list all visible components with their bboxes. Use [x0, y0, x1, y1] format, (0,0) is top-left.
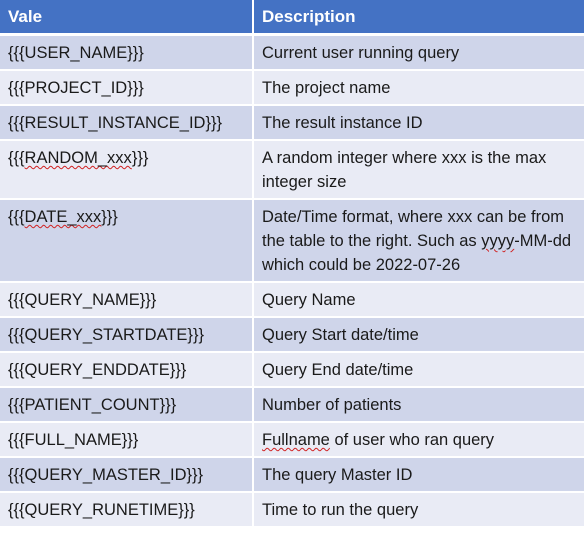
value-suffix: }}}	[101, 208, 118, 226]
table-row: {{{RESULT_INSTANCE_ID}}} The result inst…	[0, 105, 586, 141]
table-row: {{{QUERY_ENDDATE}}} Query End date/time	[0, 352, 586, 388]
table-row: {{{PATIENT_COUNT}}} Number of patients	[0, 387, 586, 423]
table-row: {{{FULL_NAME}}} Fullname of user who ran…	[0, 422, 586, 458]
cell-description: Number of patients	[253, 387, 586, 423]
table-row: {{{QUERY_NAME}}} Query Name	[0, 282, 586, 318]
cell-description: Fullname of user who ran query	[253, 422, 586, 458]
header-value: Vale	[0, 0, 254, 36]
cell-description: The result instance ID	[253, 105, 586, 141]
cell-value: {{{RANDOM_xxx}}}	[0, 140, 254, 200]
cell-value: {{{FULL_NAME}}}	[0, 422, 254, 458]
value-prefix: {{{	[8, 149, 25, 167]
table-row: {{{USER_NAME}}} Current user running que…	[0, 34, 586, 71]
cell-description: The project name	[253, 70, 586, 106]
value-misspelled: RANDOM_xxx	[24, 149, 132, 167]
table-row: {{{PROJECT_ID}}} The project name	[0, 70, 586, 106]
cell-description: Query End date/time	[253, 352, 586, 388]
table-row: {{{DATE_xxx}}} Date/Time format, where x…	[0, 199, 586, 283]
table-row: {{{QUERY_MASTER_ID}}} The query Master I…	[0, 457, 586, 493]
description-prefix: Date/Time format, where xxx can be from …	[262, 208, 564, 250]
cell-description: Date/Time format, where xxx can be from …	[253, 199, 586, 283]
cell-value: {{{QUERY_STARTDATE}}}	[0, 317, 254, 353]
cell-description: Current user running query	[253, 34, 586, 71]
cell-description: A random integer where xxx is the max in…	[253, 140, 586, 200]
header-description: Description	[253, 0, 586, 36]
cell-value: {{{QUERY_ENDDATE}}}	[0, 352, 254, 388]
cell-value: {{{PROJECT_ID}}}	[0, 70, 254, 106]
cell-description: The query Master ID	[253, 457, 586, 493]
description-misspelled: Fullname	[262, 431, 330, 449]
cell-description: Time to run the query	[253, 492, 586, 528]
description-suffix: of user who ran query	[329, 431, 495, 449]
cell-value: {{{QUERY_RUNETIME}}}	[0, 492, 254, 528]
cell-value: {{{PATIENT_COUNT}}}	[0, 387, 254, 423]
cell-description: Query Name	[253, 282, 586, 318]
cell-value: {{{DATE_xxx}}}	[0, 199, 254, 283]
cell-value: {{{USER_NAME}}}	[0, 34, 254, 71]
value-misspelled: DATE_xxx	[24, 208, 102, 226]
value-suffix: }}}	[131, 149, 149, 167]
description-misspelled: yyyy	[481, 232, 515, 250]
cell-value: {{{QUERY_MASTER_ID}}}	[0, 457, 254, 493]
cell-value: {{{RESULT_INSTANCE_ID}}}	[0, 105, 254, 141]
value-prefix: {{{	[8, 208, 25, 226]
table-row: {{{RANDOM_xxx}}} A random integer where …	[0, 140, 586, 200]
cell-description: Query Start date/time	[253, 317, 586, 353]
header-row: Vale Description	[0, 0, 586, 36]
description-suffix: -MM-dd which could be 2022-07-26	[262, 232, 572, 274]
cell-value: {{{QUERY_NAME}}}	[0, 282, 254, 318]
table-row: {{{QUERY_RUNETIME}}} Time to run the que…	[0, 492, 586, 528]
table-row: {{{QUERY_STARTDATE}}} Query Start date/t…	[0, 317, 586, 353]
placeholder-table: Vale Description {{{USER_NAME}}} Current…	[0, 0, 586, 528]
